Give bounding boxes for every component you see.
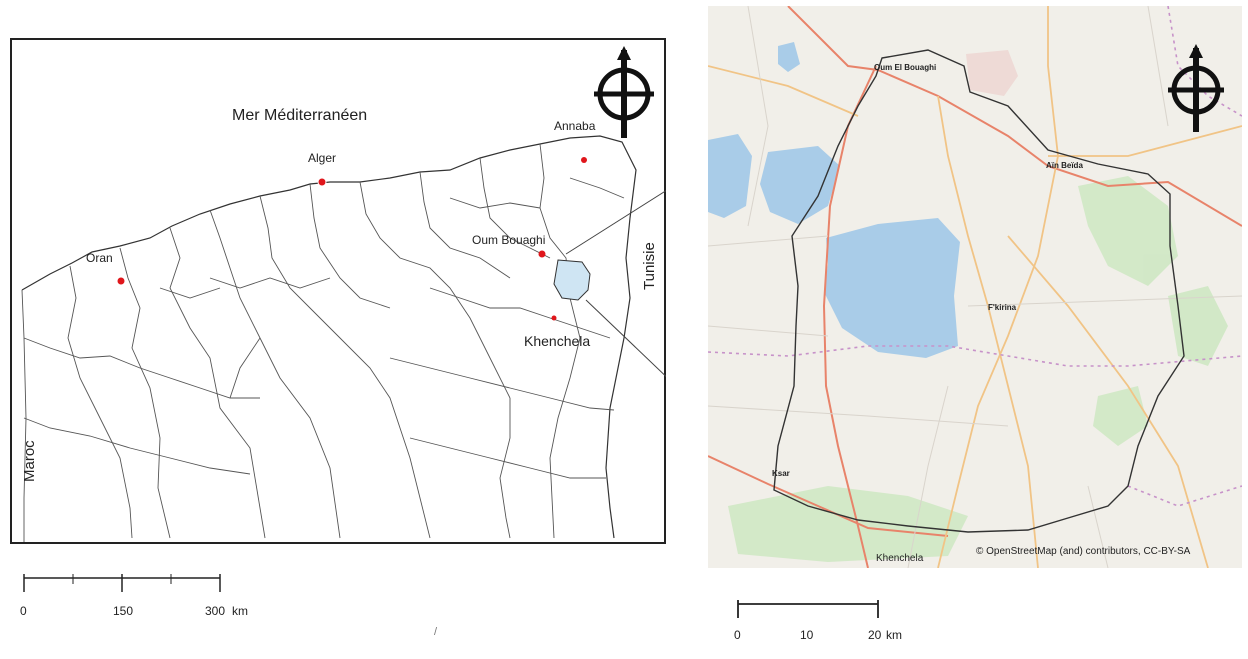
- scale-tick-label: 10: [800, 628, 814, 642]
- scale-tick-label: 150: [113, 604, 134, 618]
- city-label: Oum Bouaghi: [472, 233, 545, 247]
- map-attribution: © OpenStreetMap (and) contributors, CC-B…: [976, 546, 1191, 557]
- city-khenchela: Khenchela: [524, 315, 590, 349]
- minor-roads: [708, 6, 1242, 568]
- city-annaba: Annaba: [554, 119, 596, 163]
- town-label: F'kirina: [988, 303, 1017, 312]
- city-marker: [581, 157, 587, 163]
- province-boundaries: [21, 143, 625, 542]
- admin-boundaries: [708, 6, 1242, 507]
- secondary-roads: [708, 6, 1242, 568]
- study-area-highlight: [553, 259, 591, 301]
- city-oum-bouaghi: Oum Bouaghi: [472, 233, 546, 258]
- scale-unit-label: km: [886, 628, 902, 642]
- city-marker: [538, 250, 546, 258]
- study-area-osm-map: Oum El Bouaghi Aïn Beïda F'kirina Ksar K…: [708, 6, 1242, 568]
- lakes: [708, 42, 960, 358]
- scale-unit-label: km: [232, 604, 248, 618]
- city-label: Oran: [86, 251, 113, 265]
- stray-mark: /: [434, 626, 438, 638]
- city-alger: Alger: [308, 151, 336, 187]
- town-label: Oum El Bouaghi: [874, 63, 936, 72]
- city-label: Annaba: [554, 119, 596, 133]
- town-label: Khenchela: [876, 553, 924, 564]
- north-arrow-icon: [594, 46, 654, 138]
- scale-tick-label: 0: [20, 604, 27, 618]
- city-marker: [551, 315, 557, 321]
- sabkha-lake: [824, 218, 960, 358]
- left-scale-bar: [23, 574, 221, 592]
- main-roads: [708, 6, 1242, 568]
- study-area-boundary: [773, 49, 1185, 533]
- scale-tick-label: 20: [868, 628, 882, 642]
- town-label: Aïn Beïda: [1046, 161, 1083, 170]
- city-oran: Oran: [86, 251, 126, 286]
- algeria-outline: [21, 135, 637, 539]
- country-label-maroc: Maroc: [21, 440, 38, 482]
- city-marker: [317, 177, 327, 187]
- city-label: Khenchela: [524, 333, 590, 349]
- right-scale-bar: [737, 600, 879, 618]
- sea-label: Mer Méditerranéen: [232, 107, 367, 124]
- city-label: Alger: [308, 151, 336, 165]
- scale-tick-label: 0: [734, 628, 741, 642]
- urban-area: [966, 50, 1018, 96]
- scale-tick-label: 300: [205, 604, 226, 618]
- north-arrow-icon: [1168, 44, 1224, 132]
- city-marker: [116, 276, 126, 286]
- algeria-locator-map: Mer Méditerranéen Tunisie Maroc Alger Or…: [10, 38, 666, 544]
- zoom-connector-line: [565, 190, 666, 255]
- zoom-connector-line: [585, 299, 666, 378]
- town-label: Ksar: [772, 469, 790, 478]
- country-label-tunisie: Tunisie: [641, 242, 658, 290]
- map-background: [708, 6, 1242, 568]
